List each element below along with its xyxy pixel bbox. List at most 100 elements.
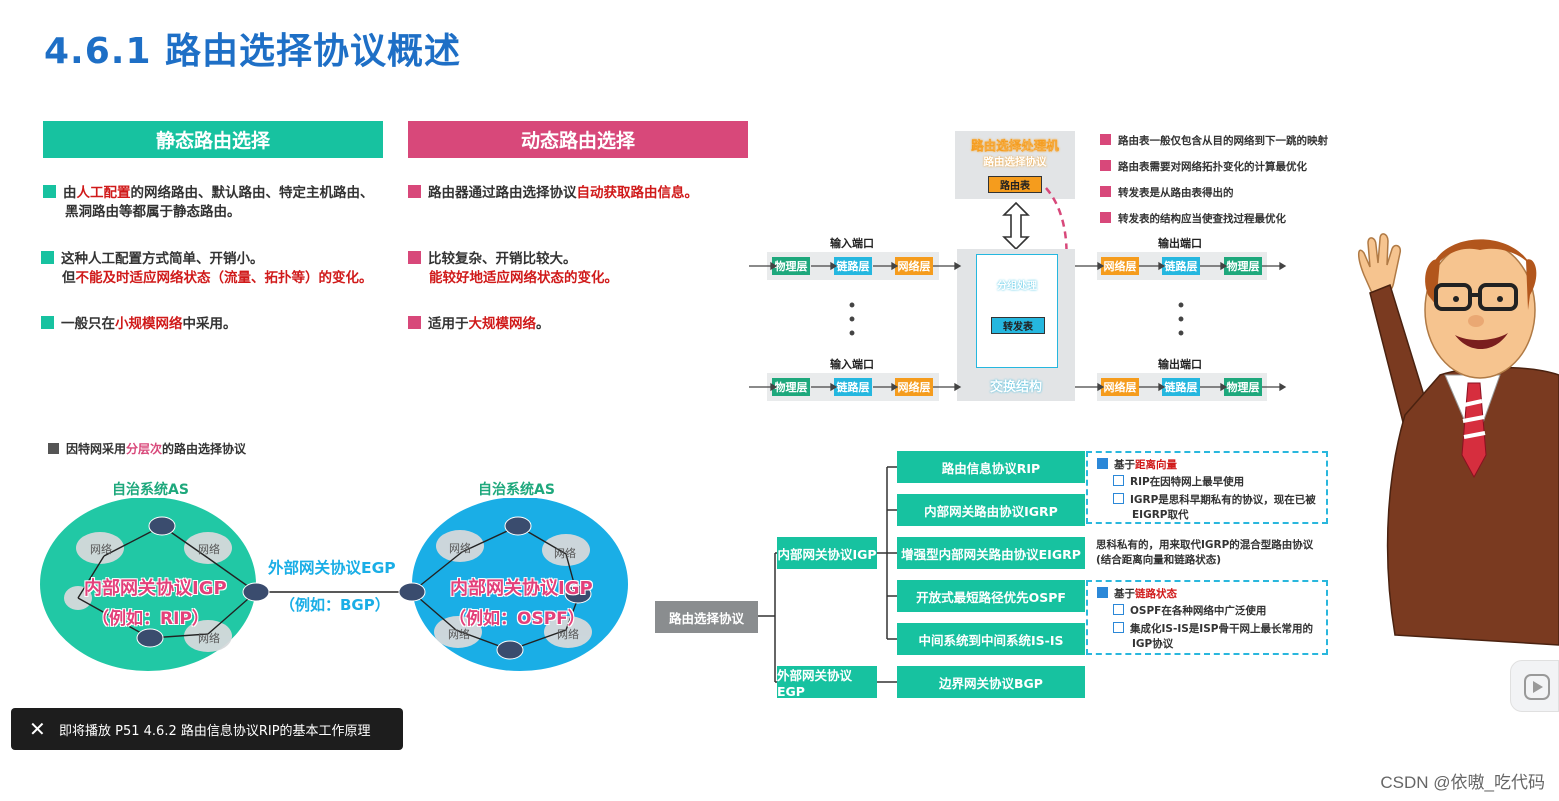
switch-fabric-label: 交换结构 — [989, 380, 1042, 395]
ospf-node: 开放式最短路径优先OSPF — [897, 580, 1085, 612]
phy-layer-box: 物理层 — [772, 378, 810, 396]
as-label-right: 自治系统AS — [478, 482, 555, 498]
network-cloud-label: 网络 — [90, 543, 112, 556]
igp-label-right: 内部网关协议IGP — [450, 578, 593, 599]
ospf-note: OSPF在各种网络中广泛使用 — [1113, 604, 1266, 619]
phy-layer-box: 物理层 — [1224, 257, 1262, 275]
eigrp-note: 思科私有的，用来取代IGRP的混合型路由协议(结合距离向量和链路状态) — [1096, 539, 1314, 566]
bgp-example-label: （例如：BGP） — [280, 596, 390, 614]
network-cloud-label: 网络 — [449, 542, 471, 555]
bgp-node: 边界网关协议BGP — [897, 666, 1085, 698]
as-label-left: 自治系统AS — [112, 482, 189, 498]
routing-processor-box: 路由选择处理机 路由选择协议 路由表 — [955, 131, 1075, 199]
hierarchical-routing-caption: 因特网采用分层次的路由选择协议 — [48, 440, 246, 459]
checkbox-icon — [1113, 475, 1124, 486]
checkbox-icon — [1113, 622, 1124, 633]
router-note: 路由表一般仅包含从目的网络到下一跳的映射 — [1118, 135, 1328, 147]
net-layer-box: 网络层 — [1101, 257, 1139, 275]
up-next-text: 即将播放 P51 4.6.2 路由信息协议RIP的基本工作原理 — [59, 723, 371, 739]
ospf-example-label: （例如：OSPF） — [449, 609, 585, 629]
network-cloud-label: 网络 — [198, 543, 220, 556]
rip-example-label: （例如：RIP） — [92, 609, 209, 629]
switch-fabric-box: 分组处理 转发表 交换结构 — [957, 249, 1075, 401]
distance-vector-box — [1086, 451, 1328, 524]
network-cloud-label: 网络 — [198, 632, 220, 645]
eigrp-node: 增强型内部网关路由协议EIGRP — [897, 537, 1085, 569]
pink-square-icon — [1100, 212, 1111, 223]
routing-protocol-root: 路由选择协议 — [655, 601, 758, 633]
pink-square-icon — [408, 251, 421, 264]
input-port-label-bottom: 输入端口 — [830, 358, 874, 371]
egp-node: 外部网关协议EGP — [777, 666, 877, 699]
rip-node: 路由信息协议RIP — [897, 451, 1085, 483]
static-bullet-3: 一般只在小规模网络中采用。 — [41, 315, 391, 334]
link-state-heading: 基于链路状态 — [1097, 587, 1177, 602]
play-icon — [1524, 674, 1550, 700]
cartoon-presenter-illustration — [1358, 233, 1559, 646]
static-bullet-1: 由人工配置的网络路由、默认路由、特定主机路由、 黑洞路由等都属于静态路由。 — [43, 184, 393, 222]
router-note: 转发表的结构应当使查找过程最优化 — [1118, 213, 1286, 225]
dynamic-bullet-3: 适用于大规模网络。 — [408, 315, 748, 334]
teal-square-icon — [43, 185, 56, 198]
autonomous-system-diagram — [40, 498, 628, 671]
link-state-box — [1086, 580, 1328, 655]
routing-protocol-label: 路由选择协议 — [983, 156, 1047, 168]
dynamic-bullet-1: 路由器通过路由选择协议自动获取路由信息。 — [408, 184, 748, 203]
static-routing-header: 静态路由选择 — [43, 121, 383, 158]
teal-square-icon — [41, 316, 54, 329]
play-button[interactable] — [1510, 660, 1559, 712]
network-cloud-label: 网络 — [554, 547, 576, 560]
routing-table-box: 路由表 — [988, 176, 1042, 193]
phy-layer-box: 物理层 — [772, 257, 810, 275]
checkbox-icon — [1113, 604, 1124, 615]
link-layer-box: 链路层 — [834, 378, 872, 396]
pink-square-icon — [1100, 186, 1111, 197]
igrp-node: 内部网关路由协议IGRP — [897, 494, 1085, 526]
network-cloud-label: 网络 — [448, 628, 470, 641]
link-layer-box: 链路层 — [1162, 257, 1200, 275]
dynamic-bullet-2: 比较复杂、开销比较大。 能较好地适应网络状态的变化。 — [408, 250, 748, 288]
router-note: 转发表是从路由表得出的 — [1118, 187, 1234, 199]
egp-label: 外部网关协议EGP — [268, 559, 396, 577]
forwarding-table-box: 转发表 — [991, 317, 1045, 334]
dynamic-routing-header: 动态路由选择 — [408, 121, 748, 158]
up-next-toast[interactable]: ✕ 即将播放 P51 4.6.2 路由信息协议RIP的基本工作原理 — [11, 708, 403, 750]
network-cloud-label: 网络 — [557, 628, 579, 641]
teal-square-icon — [41, 251, 54, 264]
csdn-watermark: CSDN @依嗷_吃代码 — [1380, 773, 1545, 792]
net-layer-box: 网络层 — [1101, 378, 1139, 396]
isis-note: 集成化IS-IS是ISP骨干网上最长常用的 IGP协议 — [1113, 622, 1325, 652]
pink-square-icon — [1100, 134, 1111, 145]
page-title: 4.6.1 路由选择协议概述 — [44, 31, 462, 72]
link-layer-box: 链路层 — [834, 257, 872, 275]
pink-square-icon — [408, 185, 421, 198]
net-layer-box: 网络层 — [895, 378, 933, 396]
input-port-label-top: 输入端口 — [830, 237, 874, 250]
pink-square-icon — [1100, 160, 1111, 171]
blue-square-icon — [1097, 587, 1108, 598]
pink-square-icon — [408, 316, 421, 329]
static-bullet-2: 这种人工配置方式简单、开销小。 但不能及时适应网络状态（流量、拓扑等）的变化。 — [41, 250, 391, 288]
grey-square-icon — [48, 443, 59, 454]
link-layer-box: 链路层 — [1162, 378, 1200, 396]
rip-note: RIP在因特网上最早使用 — [1113, 475, 1244, 490]
igrp-note: IGRP是思科早期私有的协议，现在已被 EIGRP取代 — [1113, 493, 1323, 523]
igp-label-left: 内部网关协议IGP — [84, 578, 227, 599]
blue-square-icon — [1097, 458, 1108, 469]
net-layer-box: 网络层 — [895, 257, 933, 275]
protocol-tree-lines — [758, 466, 897, 683]
bidirectional-arrow-icon — [1002, 201, 1030, 251]
igp-node: 内部网关协议IGP — [777, 537, 877, 569]
close-icon[interactable]: ✕ — [29, 717, 46, 741]
port-flow-arrows — [749, 261, 1287, 392]
router-notes-list: 路由表一般仅包含从目的网络到下一跳的映射 路由表需要对网络拓扑变化的计算最优化 … — [1100, 133, 1350, 226]
output-port-label-top: 输出端口 — [1158, 237, 1202, 250]
output-port-label-bottom: 输出端口 — [1158, 358, 1202, 371]
distance-vector-heading: 基于距离向量 — [1097, 458, 1177, 473]
checkbox-icon — [1113, 493, 1124, 504]
phy-layer-box: 物理层 — [1224, 378, 1262, 396]
isis-node: 中间系统到中间系统IS-IS — [897, 623, 1085, 655]
routing-processor-title: 路由选择处理机 — [971, 138, 1059, 153]
router-note: 路由表需要对网络拓扑变化的计算最优化 — [1118, 161, 1307, 173]
packet-processing-box: 分组处理 转发表 — [976, 254, 1058, 368]
